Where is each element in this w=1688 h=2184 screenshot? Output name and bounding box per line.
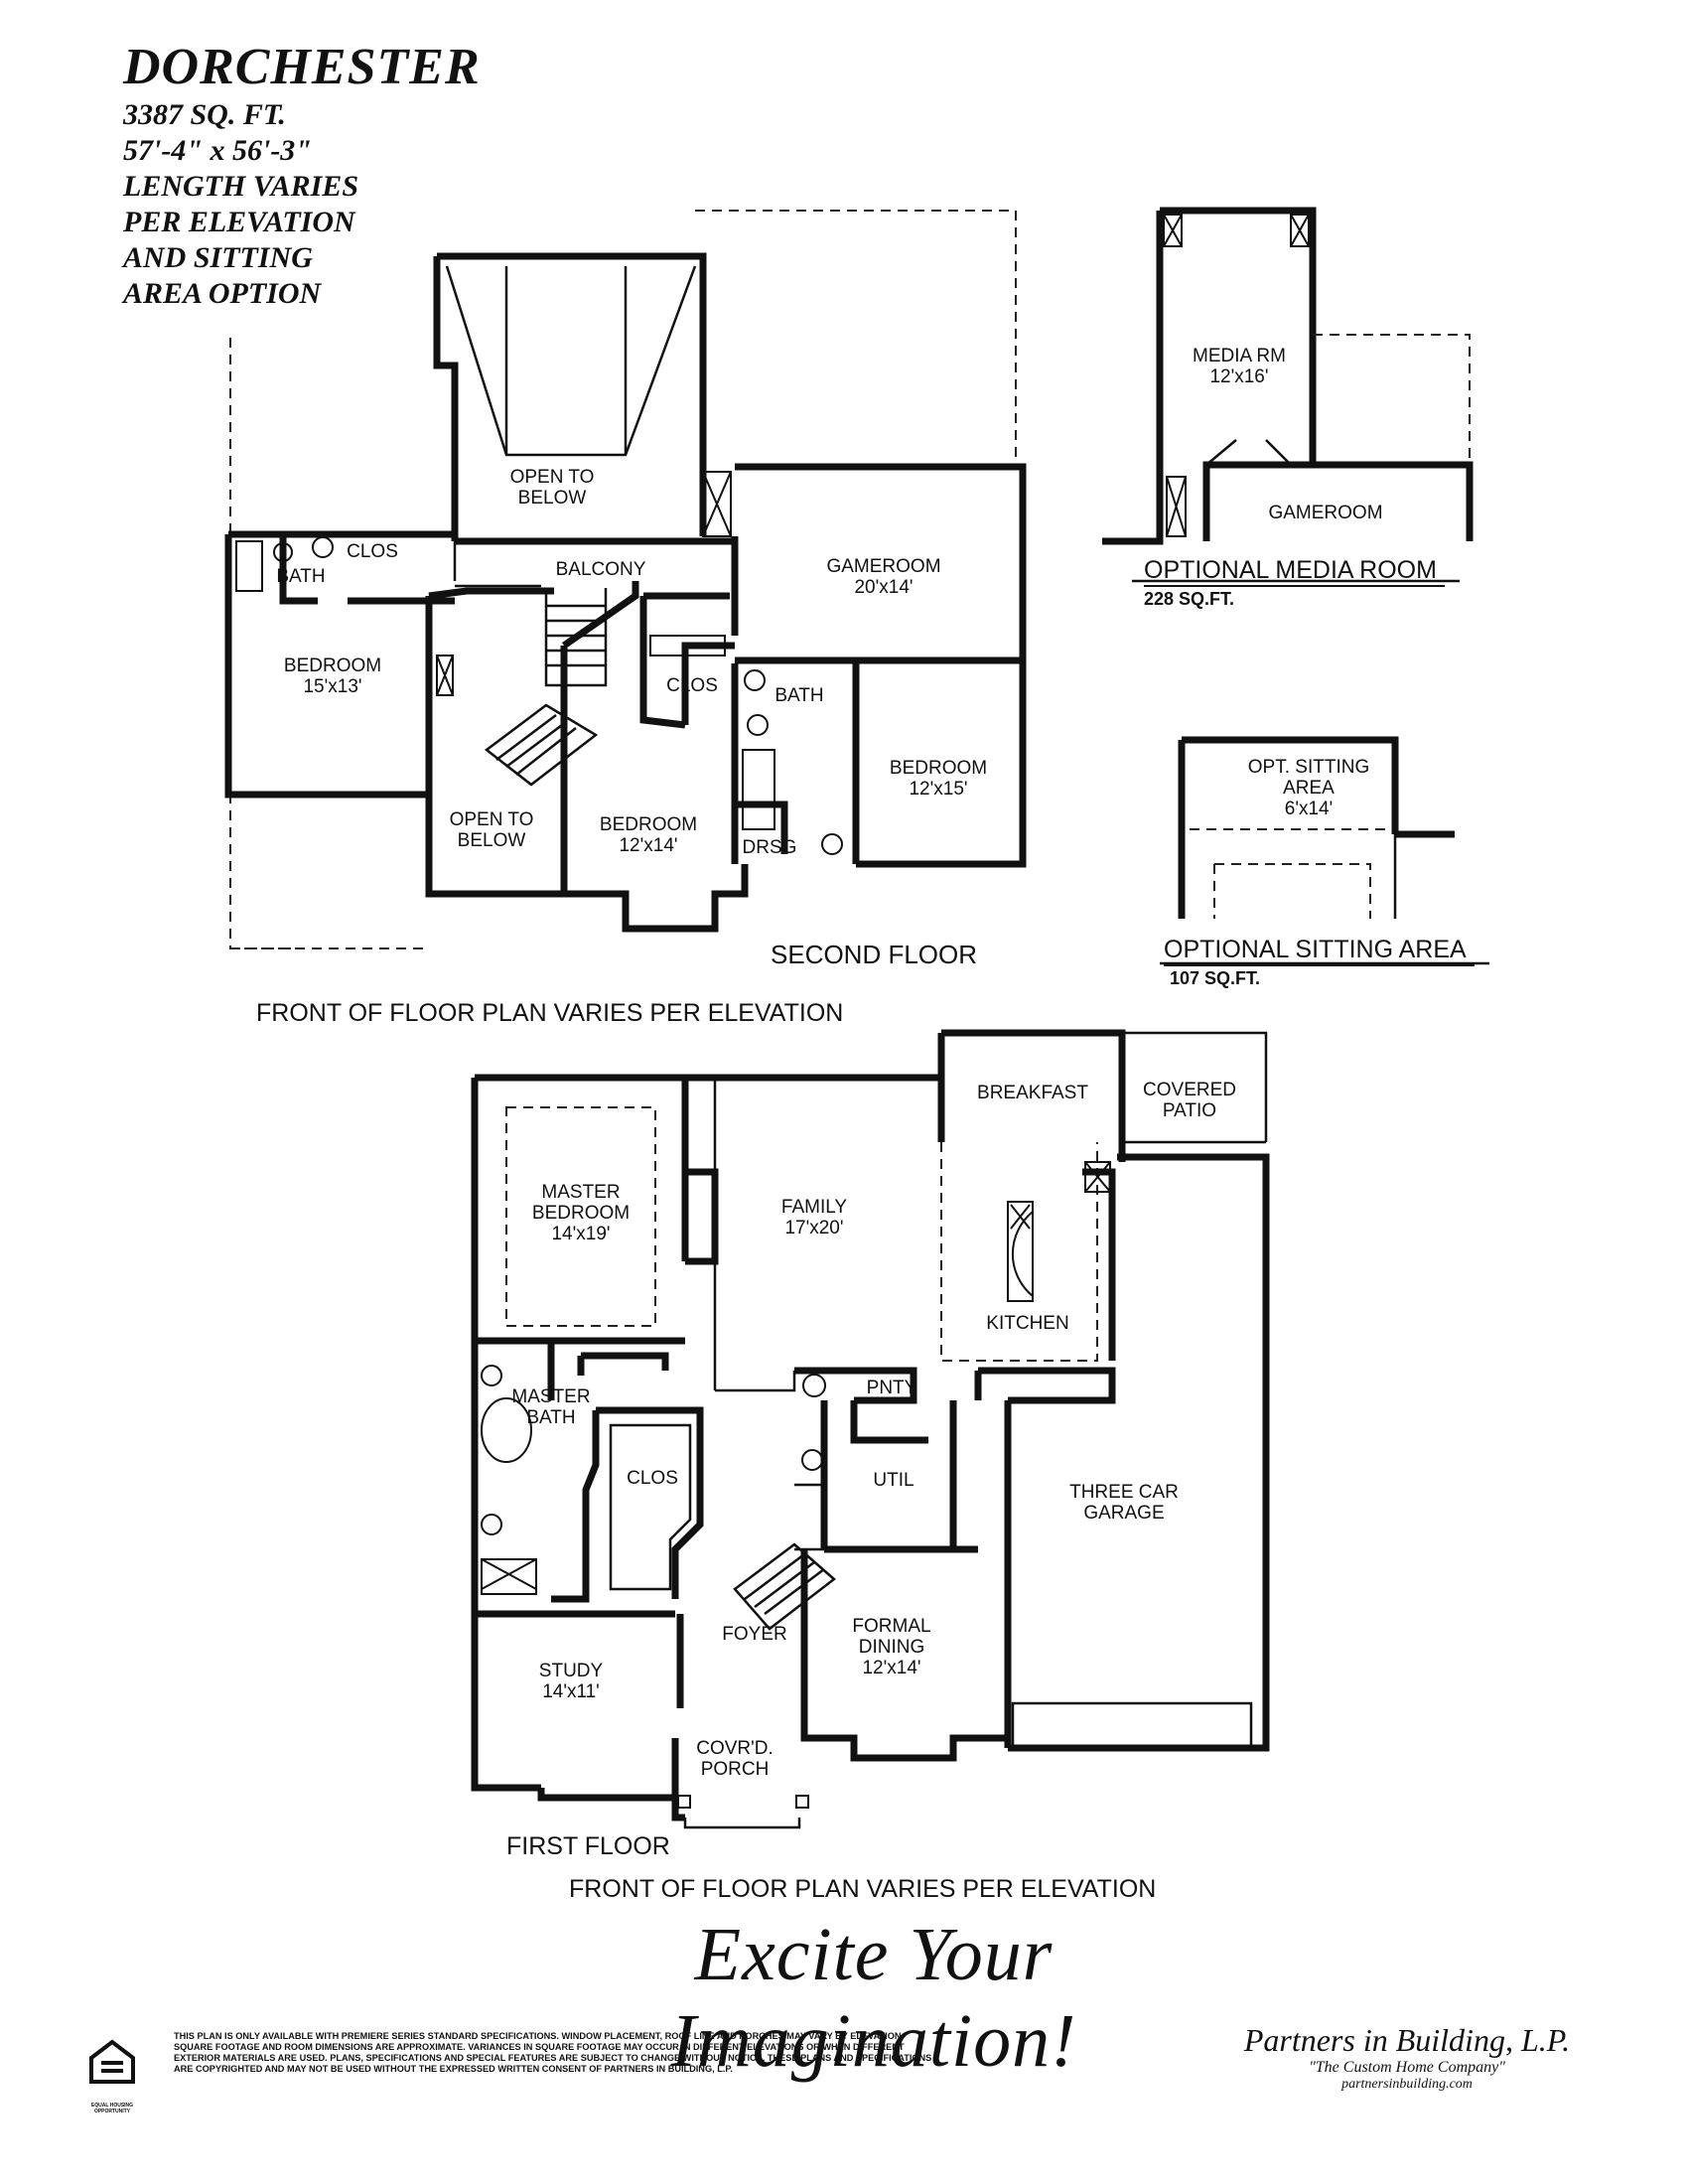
second-floor-heading: SECOND FLOOR <box>771 940 978 969</box>
gameroom-label: GAMEROOM 20'x14' <box>826 556 941 598</box>
brand-motto: "The Custom Home Company" <box>1309 2059 1505 2076</box>
bath-left-label: BATH <box>276 566 326 587</box>
plan-sqft: 3387 SQ. FT. <box>123 98 286 131</box>
open-to-below-top-label: OPEN TO BELOW <box>509 467 595 509</box>
plan-dimensions: 57'-4" x 56'-3" <box>123 134 312 167</box>
master-bedroom-label: MASTER BEDROOM 14'x19' <box>531 1182 631 1244</box>
family-label: FAMILY 17'x20' <box>780 1197 848 1238</box>
plan-note-line-4: AREA OPTION <box>123 277 322 310</box>
bedroom-center-label: BEDROOM 12'x14' <box>599 814 698 856</box>
pantry-label: PNTY <box>866 1378 917 1398</box>
clos-center-label: CLOS <box>666 675 718 696</box>
three-car-garage-label: THREE CAR GARAGE <box>1069 1482 1179 1524</box>
equal-housing-logo: EQUAL HOUSING OPPORTUNITY <box>87 2038 137 2114</box>
bath-center-label: BATH <box>774 685 824 706</box>
clos-left-label: CLOS <box>347 541 398 562</box>
covered-porch-label: COVR'D. PORCH <box>696 1738 774 1780</box>
sitting-area-label: OPT. SITTING AREA 6'x14' <box>1247 757 1370 819</box>
media-room-label: MEDIA RM 12'x16' <box>1193 346 1286 387</box>
clos-first-floor-label: CLOS <box>627 1468 678 1489</box>
balcony-label: BALCONY <box>555 559 646 580</box>
foyer-label: FOYER <box>722 1624 787 1645</box>
optional-media-room-walls <box>1102 207 1474 583</box>
equal-housing-text: EQUAL HOUSING OPPORTUNITY <box>90 2103 134 2114</box>
first-floor-front-note: FRONT OF FLOOR PLAN VARIES PER ELEVATION <box>569 1875 1157 1903</box>
covered-patio-label: COVERED PATIO <box>1143 1080 1236 1121</box>
utility-label: UTIL <box>873 1470 914 1491</box>
optional-media-room-sqft: 228 SQ.FT. <box>1144 589 1235 609</box>
optional-sitting-area-sqft: 107 SQ.FT. <box>1170 968 1261 988</box>
brand-name: Partners in Building, L.P. <box>1243 2022 1571 2058</box>
optional-sitting-area-title: OPTIONAL SITTING AREA <box>1164 936 1475 966</box>
bedroom-left-label: BEDROOM 15'x13' <box>283 655 382 697</box>
media-gameroom-label: GAMEROOM <box>1268 503 1383 523</box>
plan-note-line-2: PER ELEVATION <box>123 206 355 238</box>
plan-note-line-1: LENGTH VARIES <box>123 170 358 203</box>
first-floor-walls <box>471 1029 1270 1829</box>
bedroom-right-label: BEDROOM 12'x15' <box>889 758 988 800</box>
open-to-below-stair-label: OPEN TO BELOW <box>449 809 534 851</box>
plan-title: DORCHESTER <box>123 39 481 95</box>
second-floor-front-note: FRONT OF FLOOR PLAN VARIES PER ELEVATION <box>256 999 844 1027</box>
breakfast-label: BREAKFAST <box>977 1083 1088 1103</box>
brand-website: partnersinbuilding.com <box>1341 2077 1473 2092</box>
first-floor-heading: FIRST FLOOR <box>506 1832 670 1860</box>
kitchen-label: KITCHEN <box>986 1313 1069 1334</box>
equal-housing-icon <box>89 2039 135 2084</box>
brand-block: Partners in Building, L.P. "The Custom H… <box>1228 2022 1586 2093</box>
study-label: STUDY 14'x11' <box>538 1661 604 1702</box>
plan-note-line-3: AND SITTING <box>123 241 313 274</box>
drsg-label: DRSG <box>742 837 797 858</box>
disclaimer: THIS PLAN IS ONLY AVAILABLE WITH PREMIER… <box>174 2031 932 2074</box>
second-floor-walls <box>224 210 1027 949</box>
optional-media-room-title: OPTIONAL MEDIA ROOM <box>1144 556 1445 587</box>
tagline: Excite Your Imagination! <box>670 1913 1077 2083</box>
formal-dining-label: FORMAL DINING 12'x14' <box>852 1616 931 1678</box>
master-bath-label: MASTER BATH <box>511 1386 591 1428</box>
optional-sitting-area-walls <box>1160 736 1489 965</box>
